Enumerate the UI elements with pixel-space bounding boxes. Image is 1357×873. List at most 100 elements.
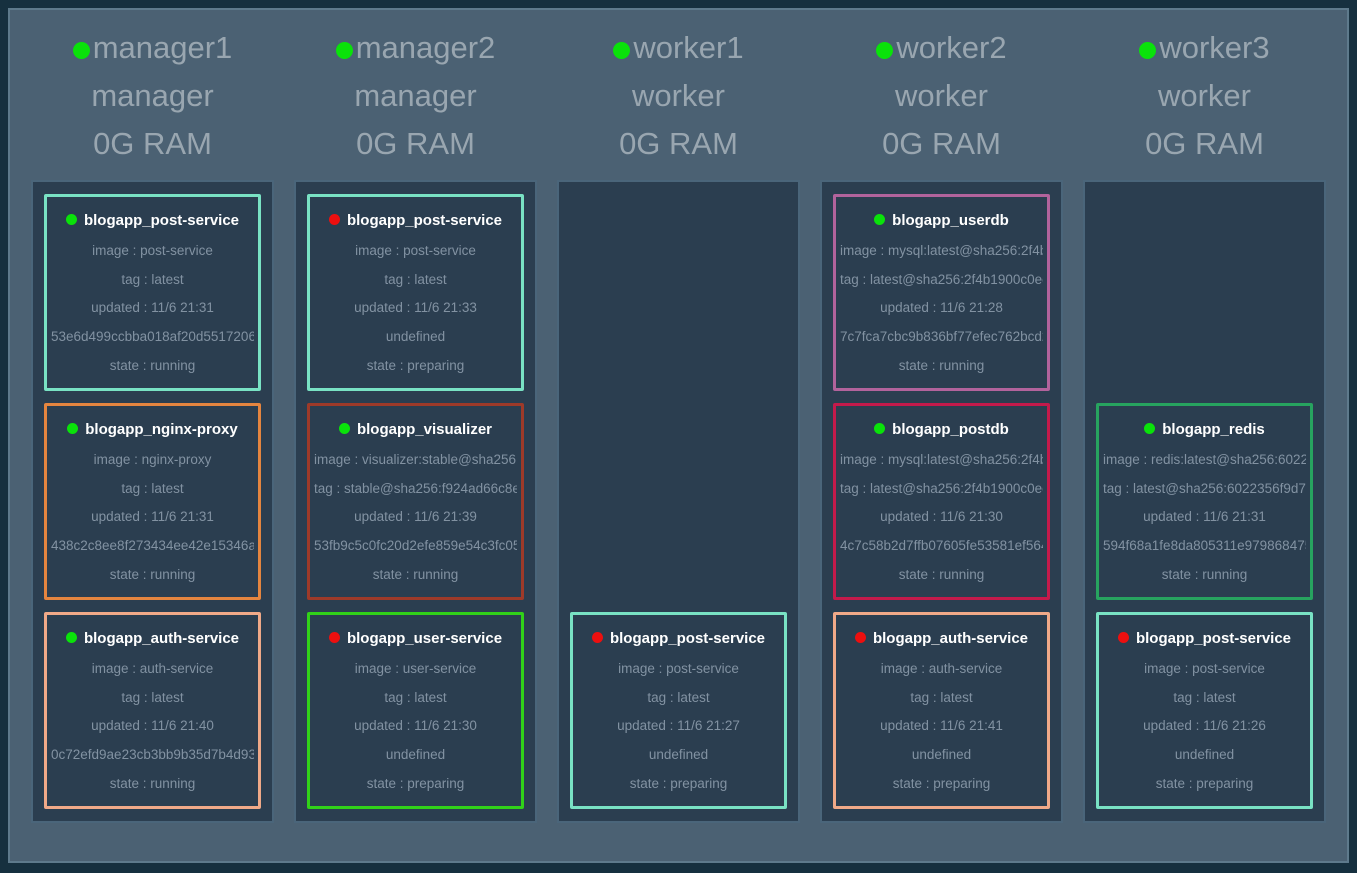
task-status-icon — [67, 422, 79, 434]
node-header: worker2 worker 0G RAM — [820, 10, 1063, 180]
task-detail-row: undefined — [911, 747, 972, 763]
task-status-icon — [591, 631, 603, 643]
task-status-icon — [854, 631, 866, 643]
node-ram: 0G RAM — [882, 126, 1001, 161]
task-detail-row: state : preparing — [1155, 776, 1254, 792]
node-role: worker — [1157, 78, 1251, 113]
task-detail-row: tag : latest — [121, 480, 184, 496]
task-detail-row: 53fb9c5c0fc20d2efe859e54c3fc052f — [314, 538, 517, 554]
task-detail-row: 7c7fca7cbc9b836bf77efec762bcd22 — [840, 329, 1043, 345]
node-name: worker1 — [633, 30, 744, 65]
task-status-icon — [338, 422, 350, 434]
node-ram: 0G RAM — [619, 126, 738, 161]
node-header: manager2 manager 0G RAM — [294, 10, 537, 180]
task-detail-row: image : post-service — [1144, 660, 1265, 676]
node-role: manager — [91, 78, 214, 113]
task-card: blogapp_post-service image : post-servic… — [44, 194, 261, 391]
task-detail-row: tag : latest — [121, 689, 184, 705]
node-ram: 0G RAM — [356, 126, 475, 161]
task-card: blogapp_postdb image : mysql:latest@sha2… — [833, 403, 1050, 600]
node-status-icon — [613, 42, 631, 59]
task-detail-row: updated : 11/6 21:31 — [91, 300, 214, 316]
node-name: worker2 — [896, 30, 1007, 65]
task-detail-row: image : auth-service — [880, 660, 1003, 676]
task-detail-row: undefined — [1174, 747, 1235, 763]
task-title-line: blogapp_userdb — [840, 212, 1043, 229]
task-status-icon — [874, 422, 886, 434]
task-detail-row: image : redis:latest@sha256:602235 — [1103, 451, 1306, 467]
task-title-line: blogapp_auth-service — [51, 630, 254, 647]
node-ram: 0G RAM — [93, 126, 212, 161]
task-detail-row: state : running — [109, 358, 196, 374]
node-column: manager2 manager 0G RAM blogapp_post-ser… — [294, 10, 537, 861]
task-detail-row: 594f68a1fe8da805311e979868475f4 — [1103, 538, 1306, 554]
node-task-panel: blogapp_post-service image : post-servic… — [557, 180, 800, 823]
node-name-line: manager1 — [31, 24, 274, 72]
task-title-line: blogapp_redis — [1103, 421, 1306, 438]
task-card: blogapp_auth-service image : auth-servic… — [44, 612, 261, 809]
node-name: manager1 — [92, 30, 233, 65]
task-detail-row: state : running — [109, 776, 196, 792]
node-name-line: manager2 — [294, 24, 537, 72]
task-detail-row: state : running — [898, 358, 985, 374]
node-header: worker1 worker 0G RAM — [557, 10, 800, 180]
task-status-icon — [874, 213, 886, 225]
node-task-panel: blogapp_userdb image : mysql:latest@sha2… — [820, 180, 1063, 823]
task-title-line: blogapp_post-service — [51, 212, 254, 229]
node-name: worker3 — [1159, 30, 1270, 65]
task-card: blogapp_post-service image : post-servic… — [570, 612, 787, 809]
node-status-icon — [1139, 42, 1157, 59]
node-name-line: worker3 — [1083, 24, 1326, 72]
task-title: blogapp_postdb — [892, 420, 1009, 438]
task-card: blogapp_post-service image : post-servic… — [1096, 612, 1313, 809]
task-detail-row: state : running — [109, 567, 196, 583]
node-column: worker3 worker 0G RAM blogapp_redis imag… — [1083, 10, 1326, 861]
task-status-icon — [1117, 631, 1129, 643]
task-detail-row: tag : latest@sha256:2f4b1900c0ee53 — [840, 271, 1043, 287]
node-role: manager — [354, 78, 477, 113]
task-detail-row: updated : 11/6 21:33 — [354, 300, 477, 316]
task-title-line: blogapp_user-service — [314, 630, 517, 647]
task-detail-row: tag : latest — [384, 689, 447, 705]
task-detail-row: updated : 11/6 21:30 — [354, 718, 477, 734]
task-card: blogapp_redis image : redis:latest@sha25… — [1096, 403, 1313, 600]
task-detail-row: updated : 11/6 21:31 — [1143, 509, 1266, 525]
task-detail-row: updated : 11/6 21:30 — [880, 509, 1003, 525]
task-card: blogapp_visualizer image : visualizer:st… — [307, 403, 524, 600]
task-title: blogapp_auth-service — [83, 629, 240, 647]
task-detail-row: tag : latest — [384, 271, 447, 287]
task-title-line: blogapp_postdb — [840, 421, 1043, 438]
task-status-icon — [328, 631, 340, 643]
task-detail-row: image : nginx-proxy — [93, 451, 212, 467]
task-detail-row: state : preparing — [366, 358, 465, 374]
node-role: worker — [894, 78, 988, 113]
task-detail-row: image : post-service — [355, 242, 476, 258]
task-detail-row: tag : latest@sha256:2f4b1900c0ee53 — [840, 480, 1043, 496]
node-column: worker1 worker 0G RAM blogapp_post-servi… — [557, 10, 800, 861]
task-title: blogapp_redis — [1162, 420, 1265, 438]
task-detail-row: 438c2c8ee8f273434ee42e15346a1e — [51, 538, 254, 554]
task-detail-row: image : visualizer:stable@sha256:f92 — [314, 451, 517, 467]
task-status-icon — [65, 631, 77, 643]
task-title-line: blogapp_visualizer — [314, 421, 517, 438]
task-detail-row: updated : 11/6 21:41 — [880, 718, 1003, 734]
task-detail-row: undefined — [385, 329, 446, 345]
task-card: blogapp_post-service image : post-servic… — [307, 194, 524, 391]
node-header: worker3 worker 0G RAM — [1083, 10, 1326, 180]
node-name-line: worker2 — [820, 24, 1063, 72]
task-detail-row: updated : 11/6 21:39 — [354, 509, 477, 525]
task-title: blogapp_post-service — [609, 629, 766, 647]
task-detail-row: state : running — [898, 567, 985, 583]
task-detail-row: image : user-service — [354, 660, 477, 676]
node-task-panel: blogapp_post-service image : post-servic… — [31, 180, 274, 823]
node-ram: 0G RAM — [1145, 126, 1264, 161]
task-title-line: blogapp_post-service — [1103, 630, 1306, 647]
task-detail-row: updated : 11/6 21:27 — [617, 718, 740, 734]
task-detail-row: 53e6d499ccbba018af20d551720648 — [51, 329, 254, 345]
task-detail-row: tag : latest — [647, 689, 710, 705]
task-title: blogapp_post-service — [1135, 629, 1292, 647]
task-detail-row: 4c7c58b2d7ffb07605fe53581ef5641 — [840, 538, 1043, 554]
task-detail-row: updated : 11/6 21:26 — [1143, 718, 1266, 734]
task-card: blogapp_user-service image : user-servic… — [307, 612, 524, 809]
